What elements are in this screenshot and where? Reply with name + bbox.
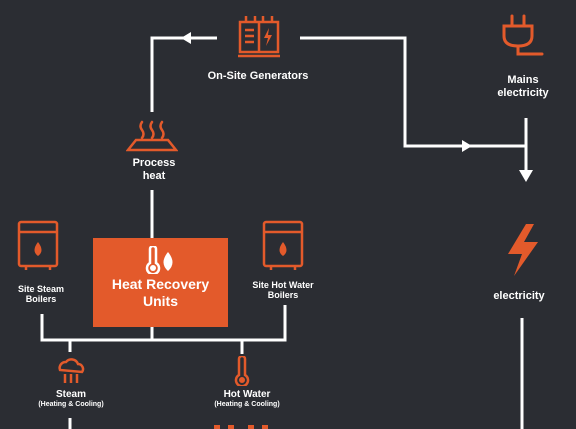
mains-label-line1: Mains <box>507 74 539 86</box>
hot-water-label-title: Hot Water <box>223 389 271 400</box>
steam-boilers-label: Site Steam Boilers <box>0 284 82 305</box>
steam-boiler-icon <box>17 220 59 270</box>
hot-water-boilers-label: Site Hot Water Boilers <box>236 280 330 301</box>
steam-icon <box>58 358 85 383</box>
hru-title-line1: Heat Recovery <box>111 276 210 292</box>
hot-water-label-sub: (Heating & Cooling) <box>214 400 280 408</box>
generator-icon <box>238 16 280 58</box>
line-bottom-bus <box>40 305 287 342</box>
arrow-right-icon <box>462 140 472 152</box>
process-heat-label: Process heat <box>112 157 196 182</box>
cut-off-icon <box>214 425 268 429</box>
arrow-left-icon <box>181 32 191 44</box>
lightning-icon <box>508 224 538 276</box>
thermometer-flame-icon <box>145 246 173 274</box>
hot-water-boiler-icon <box>262 220 304 270</box>
hot-water-boilers-line1: Site Hot Water <box>252 280 314 290</box>
generators-label: On-Site Generators <box>207 70 309 82</box>
hru-title: Heat Recovery Units <box>93 276 228 310</box>
steam-boilers-line1: Site Steam <box>17 284 65 294</box>
hru-title-line2: Units <box>143 293 178 309</box>
heat-recovery-units-box: Heat Recovery Units <box>93 238 228 327</box>
mains-label: Mains electricity <box>478 74 568 99</box>
mains-label-line2: electricity <box>497 86 549 99</box>
thermometer-icon <box>234 356 250 386</box>
hot-water-boilers-line2: Boilers <box>267 290 299 301</box>
process-heat-line2: heat <box>142 169 166 182</box>
plug-icon <box>502 14 544 56</box>
line-generators-to-process-heat <box>150 36 217 112</box>
process-heat-line1: Process <box>132 157 176 169</box>
steam-boilers-line2: Boilers <box>25 294 57 305</box>
arrow-down-icon <box>519 170 533 182</box>
steam-label-title: Steam <box>55 389 86 400</box>
heat-waves-icon <box>126 120 178 152</box>
steam-label-sub: (Heating & Cooling) <box>38 400 104 408</box>
hot-water-label: Hot Water (Heating & Cooling) <box>192 389 302 409</box>
electricity-label: electricity <box>493 290 545 302</box>
steam-label: Steam (Heating & Cooling) <box>20 389 122 409</box>
